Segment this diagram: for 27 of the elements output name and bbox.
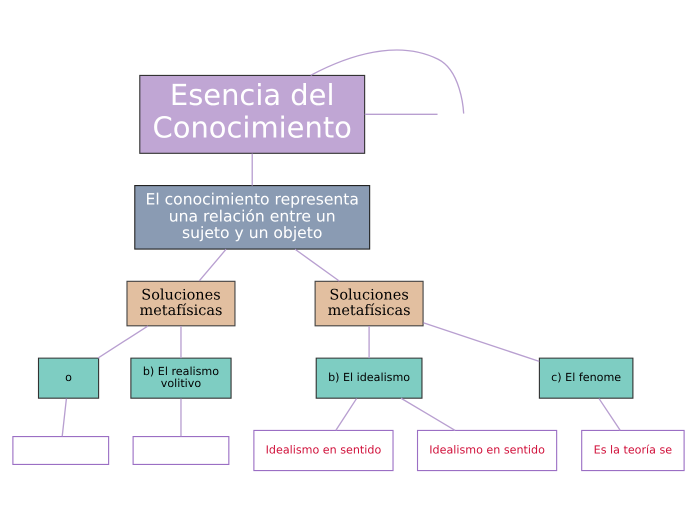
connector: [180, 326, 182, 358]
node-box: c) El fenome: [538, 358, 634, 399]
connector: [400, 398, 456, 431]
connector: [598, 398, 621, 431]
connector: [368, 326, 370, 358]
node-box: [132, 436, 230, 465]
connector: [423, 322, 540, 362]
node-box: b) El idealismo: [316, 358, 423, 399]
connector: [364, 114, 438, 116]
node-box: Idealismo en sentido: [253, 430, 394, 472]
node-box: Esencia del Conocimiento: [139, 74, 366, 154]
connector: [180, 398, 182, 436]
connector: [310, 49, 464, 114]
connector: [252, 154, 253, 186]
node-box: [12, 436, 110, 465]
node-box: El conocimiento representa una relación entre un sujeto y un objeto: [134, 185, 370, 250]
node-box: Es la teoría se: [581, 430, 685, 472]
connector: [62, 398, 68, 436]
node-box: Soluciones metafísicas: [126, 280, 236, 326]
connector: [294, 248, 340, 282]
node-box: b) El realismo volitivo: [130, 358, 232, 399]
node-box: Idealismo en sentido: [416, 430, 558, 472]
connector: [98, 325, 148, 359]
connector: [198, 248, 227, 282]
connector: [335, 398, 358, 431]
node-box: Soluciones metafísicas: [314, 280, 424, 326]
node-box: o: [38, 358, 100, 399]
